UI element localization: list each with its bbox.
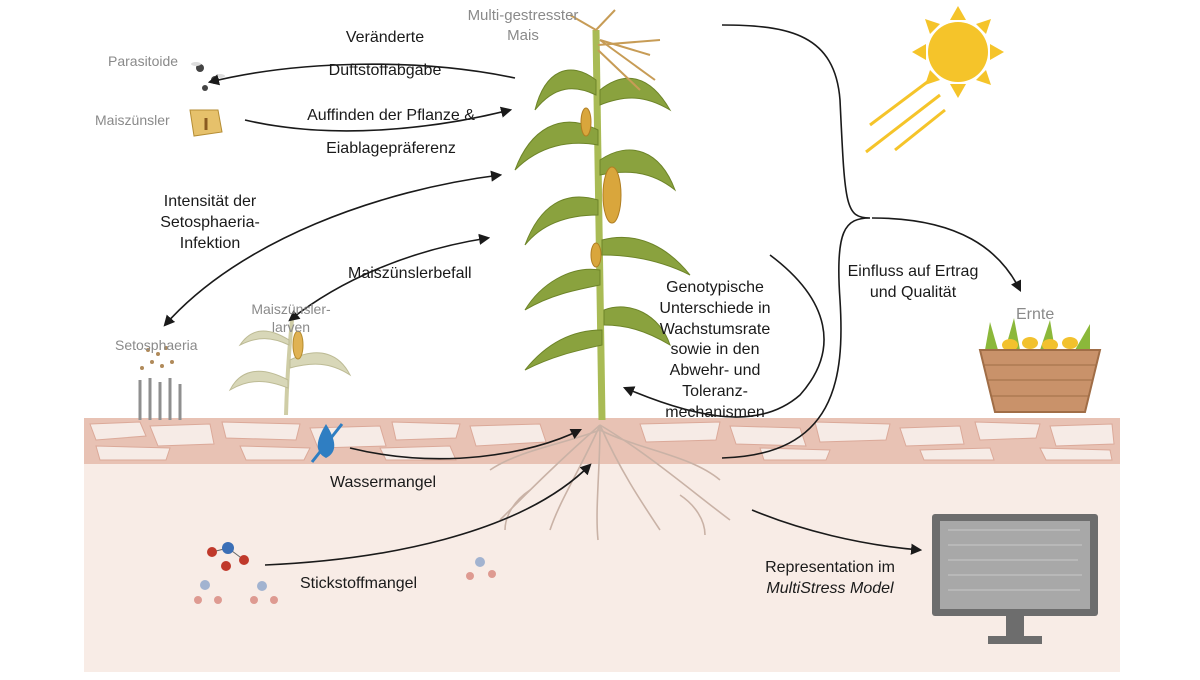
maiszuensler-label: Maiszünsler [95,112,170,128]
main-plant-label-line: Mais [507,26,539,44]
parasitoid-insects [191,62,225,91]
larven-label: Maiszünsler- larven [236,300,346,336]
wassermangel-label: Wassermangel [330,474,437,491]
genotyp-label-line: Toleranz- [682,382,748,400]
larvae-plant [228,319,352,416]
einfluss-label-line: Einfluss auf Ertrag [847,263,979,280]
larven-label-line: larven [271,319,311,336]
setosphaeria-infektion-label-line: Setosphaeria- [160,213,260,231]
maiszuensler-moth [189,109,223,137]
einfluss-label: Einfluss auf Ertrag und Qualität [838,262,988,304]
main-plant-label-line: Multi-gestresster [467,7,579,24]
representation-label-line: Representation im [765,559,895,576]
parasitoide-label: Parasitoide [108,53,179,69]
maiszuenslerbefall-label: Maiszünslerbefall [348,265,472,282]
monitor-icon [932,514,1098,644]
genotyp-label-line: Wachstumsrate [659,320,771,338]
maize-roots [489,424,731,541]
model-name-label: MultiStress Model [766,579,894,597]
stickstoffmangel-label: Stickstoffmangel [300,575,418,592]
duftstoff-label-line: Veränderte [345,29,425,46]
water-drop-icon [310,423,344,463]
sun-icon [865,6,1004,154]
arrows [163,24,1022,566]
setosphaeria-infektion-label-line: Intensität der [163,193,257,210]
duftstoff-label-line: Duftstoffabgabe [328,61,442,79]
setosphaeria-label: Setosphaeria [115,337,198,353]
setosphaeria-fungus [138,346,182,420]
setosphaeria-infektion-label-line: Infektion [179,234,241,252]
genotyp-label-line: mechanismen [665,403,765,421]
einfluss-label-line: und Qualität [869,283,957,301]
genotyp-label: Genotypische Unterschiede in Wachstumsra… [640,278,790,424]
duftstoff-label: Veränderte Duftstoffabgabe [300,28,470,82]
auffinden-label-line: Auffinden der Pflanze & [307,107,475,124]
genotyp-label-line: sowie in den [670,341,760,359]
maize-plant [514,9,691,421]
genotyp-label-line: Unterschiede in [659,299,771,317]
ernte-label: Ernte [1016,306,1055,323]
auffinden-label: Auffinden der Pflanze & Eiablagepräferen… [286,106,496,160]
nitrogen-molecule-icon [194,542,496,604]
auffinden-label-line: Eiablagepräferenz [326,139,456,157]
setosphaeria-infektion-label: Intensität der Setosphaeria- Infektion [140,192,280,254]
larven-label-line: Maiszünsler- [251,301,331,317]
genotyp-label-line: Genotypische [666,279,764,296]
main-plant-label: Multi-gestresster Mais [438,6,608,45]
genotyp-label-line: Abwehr- und [669,362,761,380]
harvest-basket-icon [978,318,1102,413]
representation-label: Representation im MultiStress Model [740,558,920,600]
